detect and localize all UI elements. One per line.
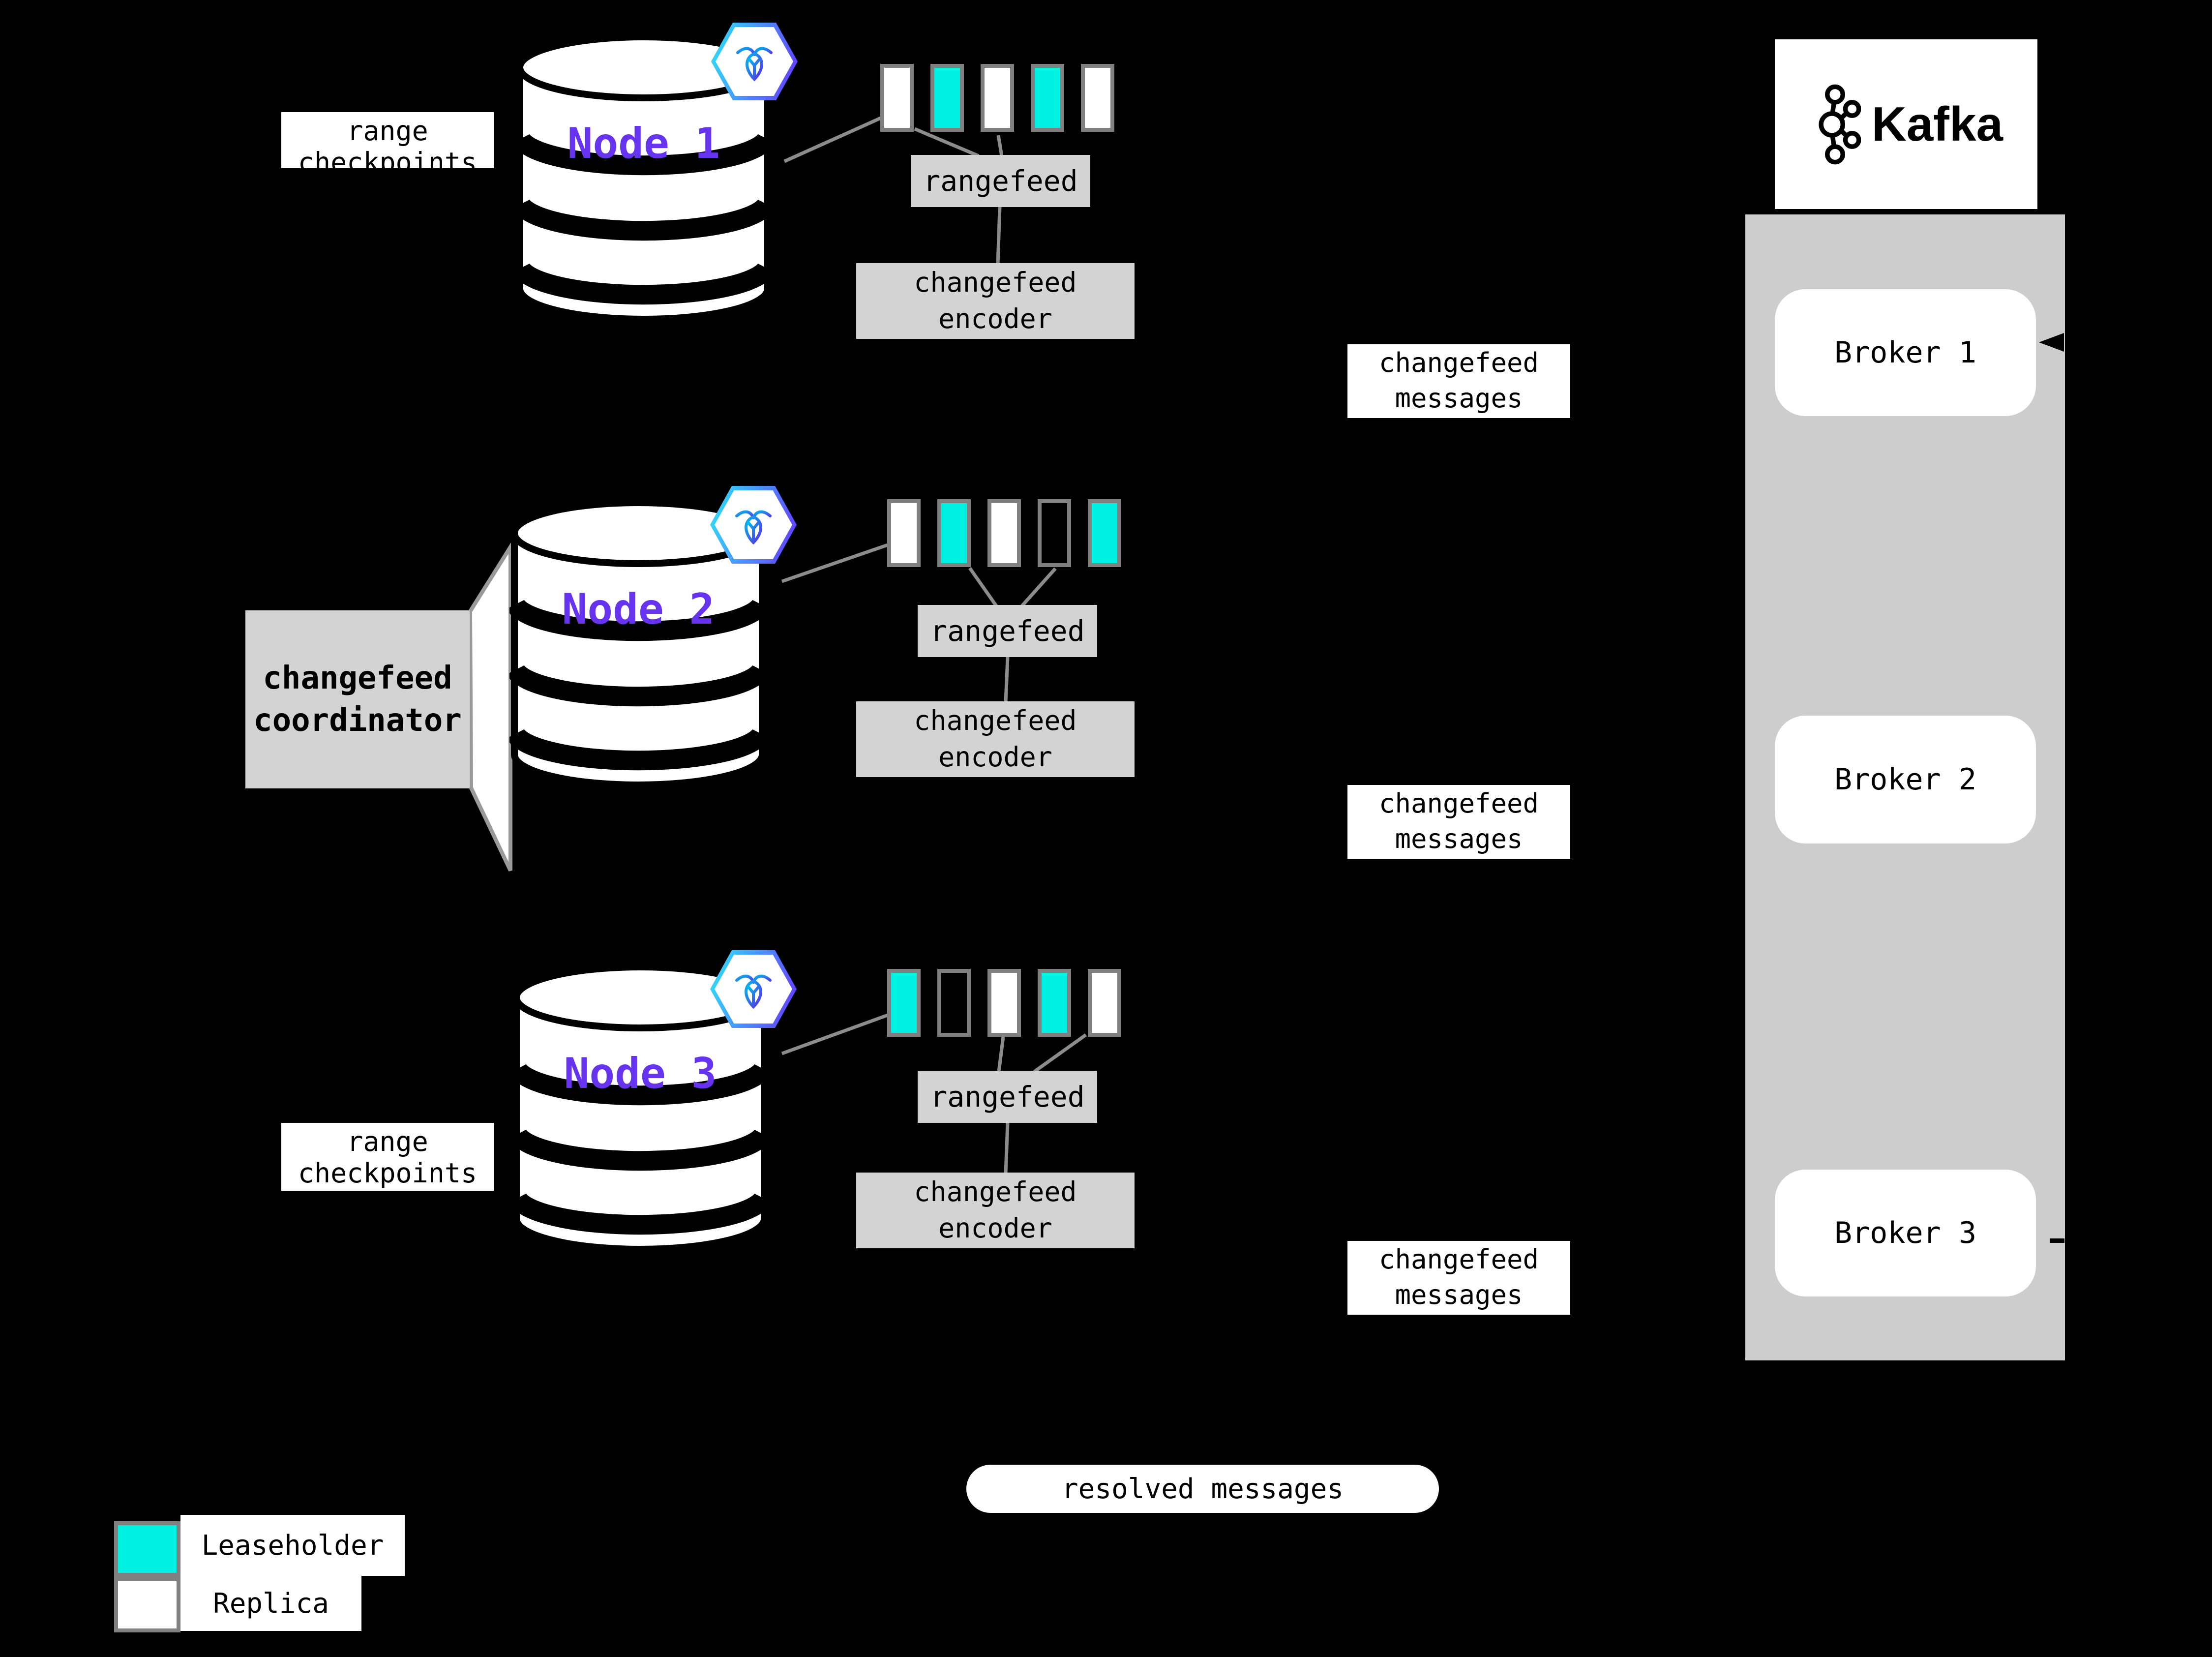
range-leaseholder	[887, 969, 921, 1037]
node2-label: Node 2	[562, 585, 715, 634]
range-leaseholder	[1038, 969, 1071, 1037]
range-row-node1	[880, 64, 1114, 132]
database-cylinder-node1	[515, 33, 773, 323]
changefeed-encoder-box-node1: changefeed encoder	[856, 263, 1135, 339]
broker-1: Broker 1	[1775, 289, 2036, 416]
range-replica	[1081, 64, 1114, 132]
database-cylinder-node3	[511, 964, 769, 1253]
range-row-node3	[887, 969, 1121, 1037]
cockroachdb-icon-inner	[715, 955, 792, 1024]
changefeed-messages-label-2: changefeed messages	[1347, 785, 1570, 859]
coordinator-callout-shape	[468, 540, 512, 872]
legend-replica-label: Replica	[180, 1576, 361, 1631]
kafka-header: Kafka	[1775, 39, 2037, 209]
range-leaseholder	[930, 64, 964, 132]
kafka-logo-icon	[1819, 84, 1861, 164]
range-replica	[981, 64, 1014, 132]
database-cylinder-node2	[509, 499, 767, 788]
range-replica	[987, 499, 1021, 567]
legend-replica-swatch	[114, 1577, 180, 1632]
broker-3: Broker 3	[1775, 1170, 2036, 1296]
range-replica	[1088, 969, 1121, 1037]
changefeed-messages-label-1: changefeed messages	[1347, 344, 1570, 418]
node1-label: Node 1	[567, 119, 720, 168]
rangefeed-box-node2: rangefeed	[918, 605, 1097, 657]
node3-label: Node 3	[564, 1049, 717, 1098]
cockroachdb-icon	[711, 23, 798, 100]
changefeed-encoder-box-node2: changefeed encoder	[856, 701, 1135, 777]
cockroachdb-icon-inner	[715, 490, 792, 559]
range-row-node2	[887, 499, 1121, 567]
range-empty	[1038, 499, 1071, 567]
range-leaseholder	[1031, 64, 1064, 132]
changefeed-encoder-box-node3: changefeed encoder	[856, 1173, 1135, 1248]
range-replica	[887, 499, 921, 567]
range-leaseholder	[1088, 499, 1121, 567]
range-checkpoints-label-top: range checkpoints	[281, 112, 494, 168]
kafka-title: Kafka	[1872, 97, 2003, 151]
legend-leaseholder-label: Leaseholder	[180, 1515, 405, 1576]
legend-leaseholder-swatch	[114, 1521, 180, 1577]
resolved-messages-label: resolved messages	[966, 1465, 1439, 1513]
range-replica	[880, 64, 914, 132]
cockroachdb-icon	[710, 486, 797, 564]
broker-2: Broker 2	[1775, 716, 2036, 844]
range-replica	[987, 969, 1021, 1037]
rangefeed-box-node1: rangefeed	[911, 155, 1090, 207]
rangefeed-box-node3: rangefeed	[918, 1071, 1097, 1123]
changefeed-messages-label-3: changefeed messages	[1347, 1241, 1570, 1315]
changefeed-coordinator-box: changefeed coordinator	[245, 610, 470, 788]
range-checkpoints-label-bottom: range checkpoints	[281, 1123, 494, 1191]
range-empty	[937, 969, 971, 1037]
range-leaseholder	[937, 499, 971, 567]
cockroachdb-icon-inner	[716, 27, 793, 96]
